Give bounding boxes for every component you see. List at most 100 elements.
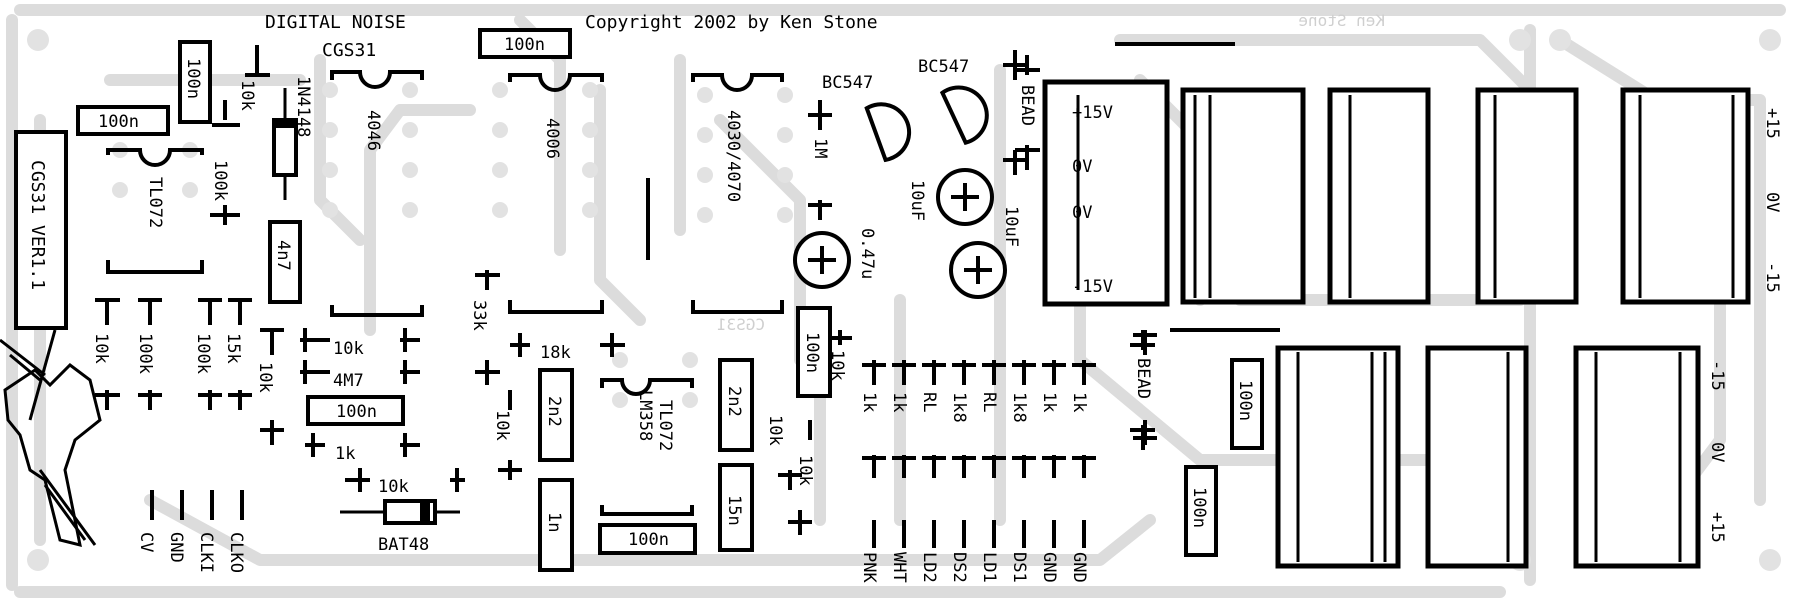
svg-text:BAT48: BAT48 xyxy=(378,535,429,555)
psu-plus15: +15V xyxy=(1072,103,1113,123)
mirror-part: CGS31 xyxy=(717,315,765,334)
resistor-100k-c: 100k xyxy=(193,333,213,374)
svg-text:TL072: TL072 xyxy=(655,400,675,451)
resistor-18k: 18k xyxy=(540,343,571,363)
resistor-1k: 1k xyxy=(335,444,355,464)
cap-100n-right-a: 100n xyxy=(1230,358,1264,450)
cap-100n-right-b: 100n xyxy=(1184,465,1218,557)
bus-blocks xyxy=(1180,87,1751,569)
ic-tl072-top: TL072 xyxy=(106,148,204,274)
version-label: CGS31 VER1.1 xyxy=(27,160,48,290)
electrolytic-10uf-b: 10uF xyxy=(949,206,1021,299)
cap-100n-center-vert: 100n xyxy=(796,306,832,398)
resistor-15k: 15k xyxy=(223,333,243,364)
diode-bat48: BAT48 xyxy=(340,499,460,555)
output-ld2: LD2 xyxy=(919,552,939,583)
cap-4n7: 4n7 xyxy=(268,220,302,304)
edge-plus15-a: +15 xyxy=(1762,108,1782,139)
output-gnd-a: GND xyxy=(1039,552,1059,583)
svg-text:100n: 100n xyxy=(183,58,203,99)
psu-0v-a: 0V xyxy=(1072,157,1092,177)
transistor-bc547-b: BC547 xyxy=(918,57,989,145)
resistor-10k-d: 10k xyxy=(333,339,364,359)
resistor-10k-b: 10k xyxy=(91,333,111,364)
cap-100n-top-center: 100n xyxy=(478,28,572,59)
svg-text:BEAD: BEAD xyxy=(1017,85,1037,126)
svg-text:100n: 100n xyxy=(336,402,377,422)
input-clko: CLKO xyxy=(226,532,246,573)
mirror-credit: Ken Stone xyxy=(1298,11,1385,30)
bead-bottom: BEAD xyxy=(1130,330,1155,450)
resistor-10k-g: 10k xyxy=(827,350,847,381)
resistor-10k-c: 10k xyxy=(255,362,275,393)
svg-text:1n: 1n xyxy=(544,512,564,532)
resistor-leads xyxy=(95,45,1157,535)
svg-text:2n2: 2n2 xyxy=(724,386,744,417)
out-res-7: 1k xyxy=(1039,392,1059,412)
version-box: CGS31 VER1.1 xyxy=(14,130,68,330)
svg-text:TL072: TL072 xyxy=(145,177,165,228)
svg-text:BC547: BC547 xyxy=(918,57,969,77)
resistor-10k-a: 10k xyxy=(237,80,257,111)
edge-minus15-b: -15 xyxy=(1707,360,1727,391)
resistor-33k: 33k xyxy=(469,300,489,331)
svg-text:1N4148: 1N4148 xyxy=(293,76,313,137)
copyright-text: Copyright 2002 by Ken Stone xyxy=(585,12,878,33)
ic-4030-4070: 4030/4070 xyxy=(691,73,784,314)
out-res-5: RL xyxy=(979,392,999,412)
bead-top: BEAD xyxy=(1015,55,1040,170)
out-res-2: 1k xyxy=(889,392,909,412)
svg-text:100n: 100n xyxy=(1189,487,1209,528)
psu-0v-b: 0V xyxy=(1072,203,1092,223)
resistor-10k-e: 10k xyxy=(378,477,409,497)
out-res-4: 1k8 xyxy=(949,392,969,423)
resistor-100k-a: 100k xyxy=(210,160,230,201)
bus-block-inner-lines xyxy=(1193,95,1735,562)
edge-0v-b: 0V xyxy=(1707,442,1727,462)
output-gnd-b: GND xyxy=(1069,552,1089,583)
cap-2n2-right: 2n2 xyxy=(718,358,754,452)
electrolytic-10uf-a: 10uF xyxy=(907,168,994,226)
edge-minus15-a: -15 xyxy=(1762,262,1782,293)
edge-0v-a: 0V xyxy=(1762,192,1782,212)
resistor-1m: 1M xyxy=(810,138,830,158)
cap-1n: 1n xyxy=(538,478,574,572)
electrolytic-047u: 0.47u xyxy=(793,228,877,289)
resistor-horizontal-leads xyxy=(300,328,625,492)
output-pnk: PNK xyxy=(859,552,879,583)
svg-text:100n: 100n xyxy=(802,332,822,373)
edge-plus15-b: +15 xyxy=(1707,512,1727,543)
svg-text:4006: 4006 xyxy=(542,118,562,159)
ic-lm358: LM358 TL072 xyxy=(600,378,694,516)
svg-text:10uF: 10uF xyxy=(907,180,927,221)
svg-text:10uF: 10uF xyxy=(1001,206,1021,247)
svg-text:100n: 100n xyxy=(98,112,139,132)
cap-100n-bottom: 100n xyxy=(598,523,697,555)
ic-4046: 4046 xyxy=(330,70,424,317)
output-ld1: LD1 xyxy=(979,552,999,583)
out-res-1: 1k xyxy=(859,392,879,412)
resistor-10k-f: 10k xyxy=(492,410,512,441)
svg-text:4030/4070: 4030/4070 xyxy=(723,110,743,202)
resistor-10k-h: 10k xyxy=(765,415,785,446)
board-title: DIGITAL NOISE xyxy=(265,12,406,33)
cap-100n-top-left: 100n xyxy=(76,105,170,136)
svg-text:4n7: 4n7 xyxy=(273,240,293,271)
svg-text:BEAD: BEAD xyxy=(1133,358,1153,399)
board-name: CGS31 xyxy=(322,40,376,61)
input-gnd: GND xyxy=(166,532,186,563)
svg-text:0.47u: 0.47u xyxy=(857,228,877,279)
cap-2n2-left: 2n2 xyxy=(538,368,574,462)
svg-text:LM358: LM358 xyxy=(635,390,655,441)
cap-100n-vertical: 100n xyxy=(178,40,212,124)
input-leads xyxy=(150,490,244,520)
ic-4006: 4006 xyxy=(508,73,604,314)
out-res-6: 1k8 xyxy=(1009,392,1029,423)
out-res-3: RL xyxy=(919,392,939,412)
transistor-bc547-a: BC547 xyxy=(822,73,912,163)
svg-text:100n: 100n xyxy=(504,35,545,55)
psu-minus15: -15V xyxy=(1072,277,1113,297)
resistor-10k-i: 10k xyxy=(795,455,815,486)
cap-15n: 15n xyxy=(718,463,754,552)
